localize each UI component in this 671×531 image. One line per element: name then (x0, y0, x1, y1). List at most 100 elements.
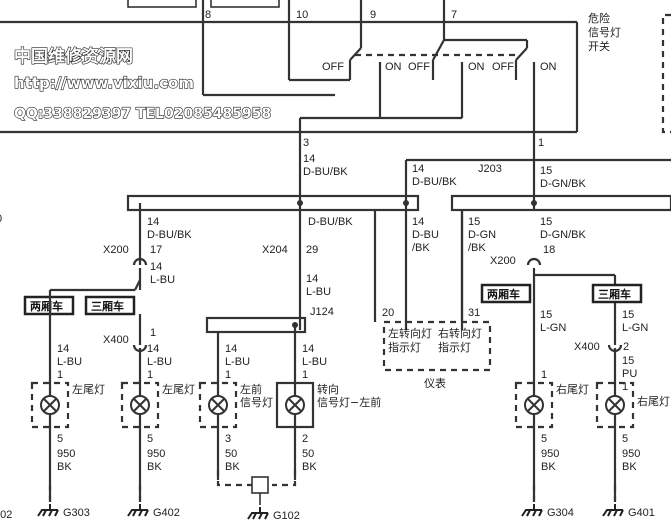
rtail1-wire-gauge: 15 (540, 309, 552, 321)
left-bus-rail (126, 194, 420, 212)
lamp-out-color: BK (147, 461, 162, 473)
lamp-out-gauge: 950 (541, 448, 559, 460)
x400-left-pin: 1 (150, 327, 156, 339)
lamp-pin-out: 5 (57, 433, 63, 445)
lamp-label: 左前 (240, 382, 262, 396)
lamp-out-gauge: 950 (147, 448, 165, 460)
tag-sedan-right-text: 三厢车 (598, 287, 631, 301)
right-main-color: D-GN/BK (540, 178, 587, 190)
switch-pin-7: 7 (451, 9, 457, 21)
switch-pos-on-3: ON (540, 61, 557, 73)
tag-sedan-left-text: 三厢车 (91, 299, 124, 313)
lamp-pin-in: 1 (147, 369, 153, 381)
switch-label-line1: 危险 (588, 11, 610, 25)
ground-icon (37, 504, 59, 517)
left-edge-partial-label: 0 (0, 213, 2, 225)
instrument-name: 仪表 (424, 376, 446, 390)
ground-label: G303 (63, 507, 90, 519)
lamp-wire-gauge: 14 (302, 343, 314, 355)
g102-right-dashed-wire (272, 470, 297, 487)
lamp-housing (275, 381, 315, 429)
watermark-line2: http://www.vixiu.com (14, 74, 194, 92)
lamp-housing (30, 381, 70, 429)
bulb-cross (43, 398, 57, 412)
ground-label: G304 (547, 507, 574, 519)
ground-label: G402 (153, 507, 180, 519)
ground-label: G102 (273, 510, 300, 522)
lamp-out-gauge: 950 (622, 448, 640, 460)
lamp-pin-out: 3 (225, 433, 231, 445)
splice-j203: J203 (478, 163, 502, 175)
g102-left-dashed-wire (216, 470, 252, 487)
lamp-pin-in: 1 (225, 369, 231, 381)
right-branch-gauge: 15 (540, 216, 552, 228)
tag-hatchback-right-text: 两厢车 (487, 287, 520, 301)
lamp-out-gauge: 950 (57, 448, 75, 460)
switch-pin-8: 8 (205, 9, 211, 21)
inst-pin-31: 31 (468, 307, 480, 319)
switch-label-line2: 信号灯 (588, 26, 621, 39)
lamp-wire-color: L-BU (225, 356, 250, 368)
lamp-wire-gauge: 14 (147, 343, 159, 355)
x200-left-wire-gauge: 14 (150, 261, 162, 273)
splice-dot-left (297, 200, 303, 206)
lamp-label: 信号灯 (240, 396, 273, 409)
x400-right-name: X400 (574, 341, 600, 353)
watermark-line3: QQ:338829397 TEL02085485958 (14, 106, 271, 122)
lamp-wire-gauge: 14 (57, 343, 69, 355)
hazard-switch: 8 10 9 7 OFF ON OFF ON OFF ON 危险 信号灯 开关 (0, 0, 621, 330)
left-edge-partial-ground: 202 (0, 509, 12, 521)
lamp-pin-in: 1 (541, 369, 547, 381)
lamp-out-gauge: 50 (225, 448, 237, 460)
bulb-cross (288, 398, 302, 412)
right-partial-component (661, 13, 671, 134)
x204-wire-color: L-BU (306, 286, 331, 298)
switch-label-line3: 开关 (588, 39, 610, 53)
ground-icon (127, 504, 149, 517)
bulb-cross (608, 398, 622, 412)
right-inst-color: D-GN (468, 229, 496, 241)
lamp-pin-out: 2 (302, 433, 308, 445)
lamp-pin-in: 1 (622, 381, 628, 393)
ground-icon (602, 504, 624, 517)
splice-dot-right (531, 200, 537, 206)
tag-hatchback-right (480, 283, 532, 304)
lamp-label: 左尾灯 (72, 383, 105, 396)
x200-left-wire-color: L-BU (150, 274, 175, 286)
x400-right-top-gauge: 15 (622, 309, 634, 321)
mid-branch-color: D-BU/BK (308, 216, 353, 228)
lamp-label: 转向 (317, 382, 339, 396)
g102-junction-box (251, 476, 269, 494)
bulb-cross (211, 398, 225, 412)
lamp-housing (198, 381, 238, 429)
lamp-housing (514, 381, 554, 429)
top-partial-box-right (210, 0, 280, 8)
lamp-out-gauge: 50 (302, 448, 314, 460)
left-main-color: D-BU/BK (303, 166, 348, 178)
tag-hatchback-left-text: 两厢车 (30, 299, 63, 313)
x200-right-name: X200 (490, 255, 516, 267)
lamp-out-color: BK (302, 461, 317, 473)
right-indicator-l2: 指示灯 (438, 340, 471, 354)
lamp-label: 左尾灯 (162, 383, 195, 396)
x204-name: X204 (262, 244, 288, 256)
inst-pin-20: 20 (382, 307, 394, 319)
lamp-housing (120, 381, 160, 429)
lamp-label: 信号灯−左前 (317, 395, 381, 409)
lamp-out-color: BK (57, 461, 72, 473)
j203-down-gauge: 14 (412, 216, 424, 228)
lamp-pin-out: 5 (622, 433, 628, 445)
x204-wire-gauge: 14 (306, 273, 318, 285)
left-branch-color: D-BU/BK (147, 229, 192, 241)
splice-j124: J124 (310, 306, 334, 318)
left-indicator-l1: 左转向灯 (388, 326, 432, 340)
watermark-line1: 中国维修资源网 (14, 46, 133, 67)
switch-pos-on-2: ON (468, 61, 485, 73)
lamp-out-color: BK (541, 461, 556, 473)
switch-out-pin-3: 3 (303, 137, 309, 149)
top-partial-box-left (127, 0, 197, 8)
tag-sedan-left (84, 295, 136, 316)
